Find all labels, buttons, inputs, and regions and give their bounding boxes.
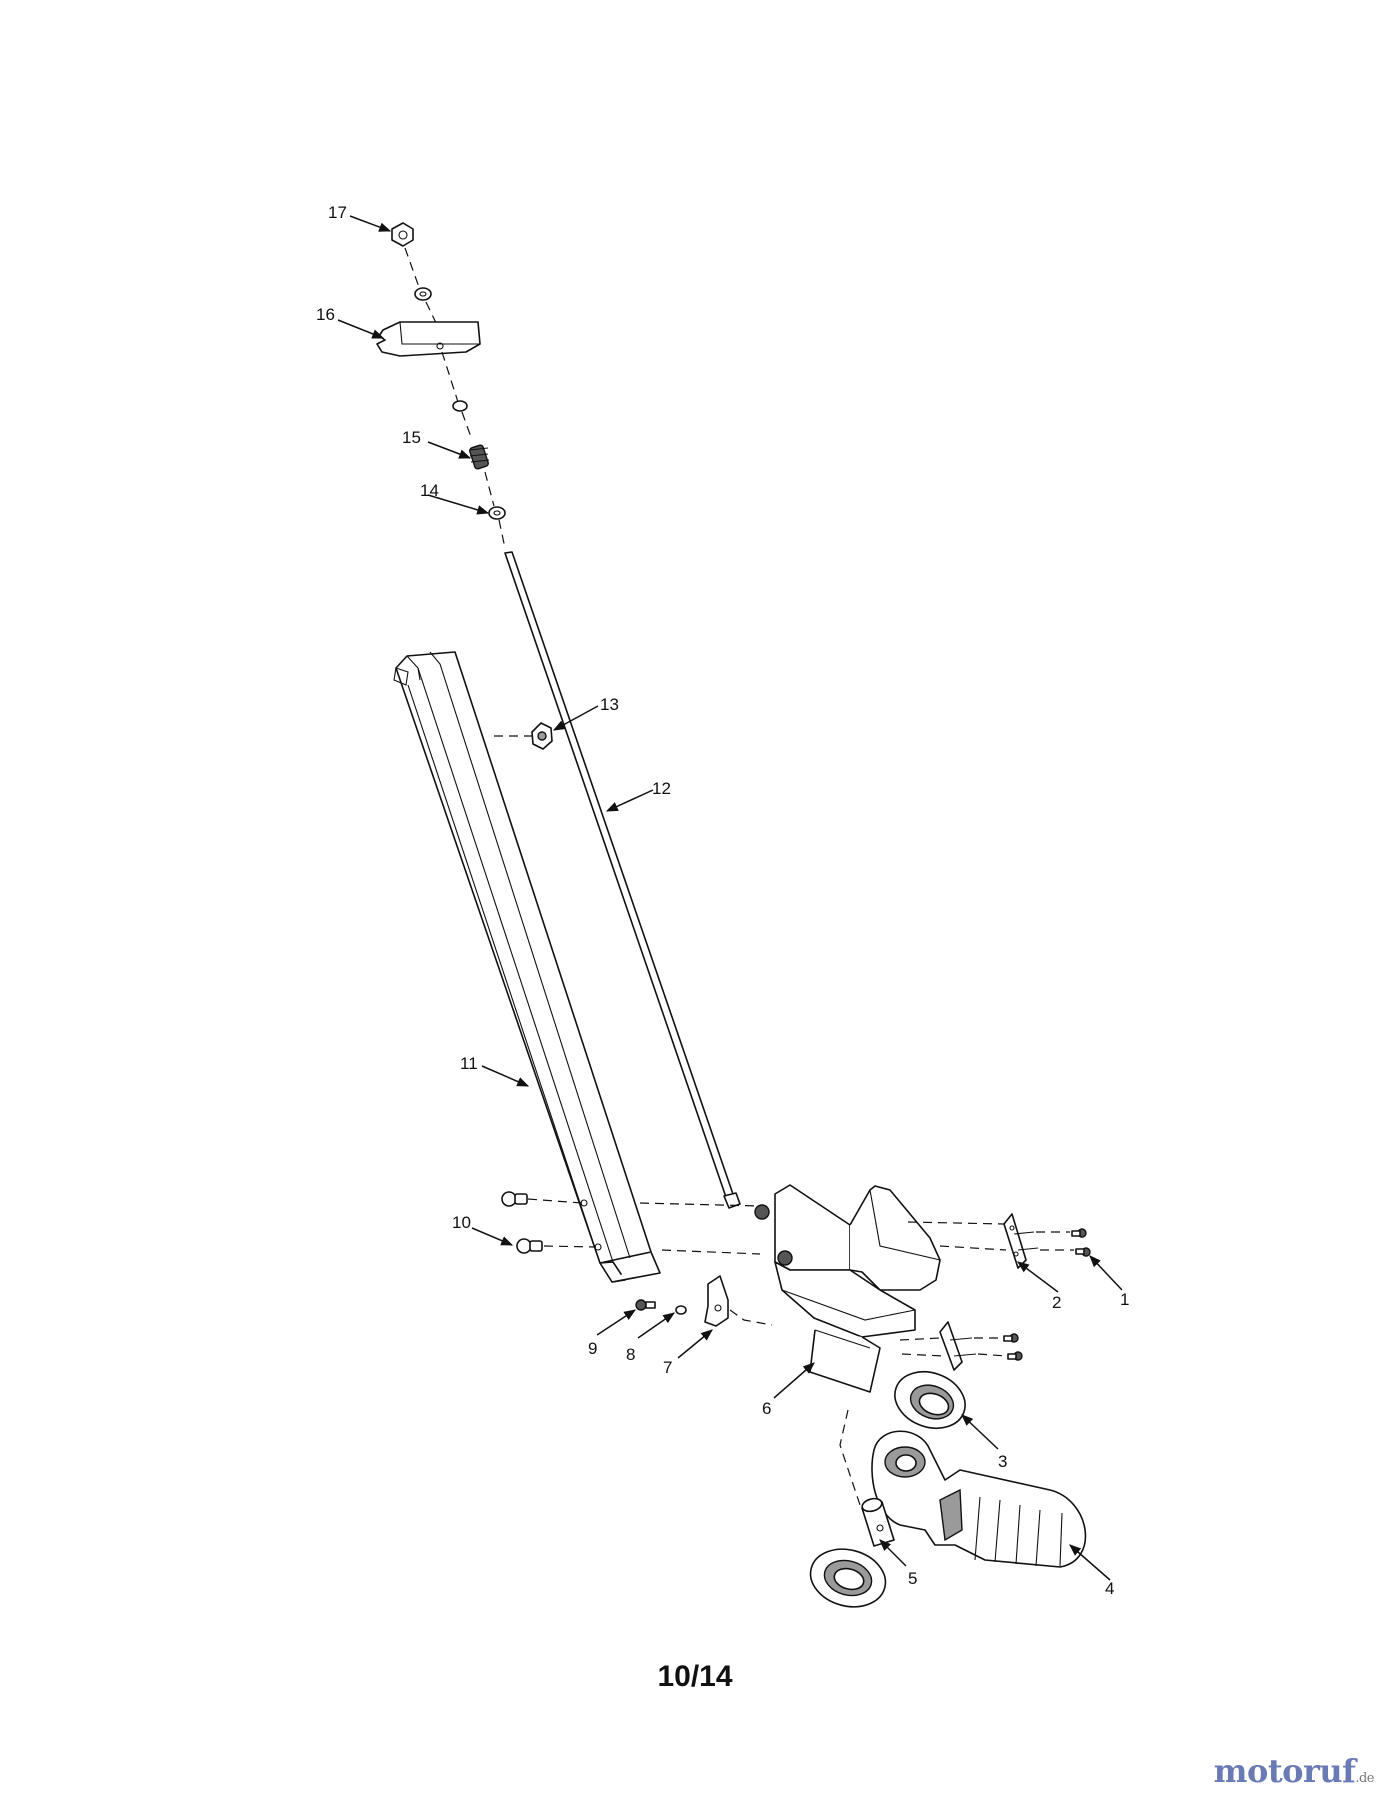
callout-5: 5	[908, 1569, 917, 1588]
lower-screws	[1003, 1333, 1023, 1361]
callout-4: 4	[1105, 1579, 1114, 1598]
part-17-nut	[391, 222, 414, 247]
callout-8: 8	[626, 1345, 635, 1364]
part-16-bracket	[376, 321, 481, 357]
lower-plate	[939, 1321, 977, 1371]
part-4-handle	[871, 1430, 1087, 1568]
part-3-cam-ring	[894, 1370, 966, 1430]
washer-middle	[452, 400, 468, 412]
part-8-washer	[675, 1305, 687, 1315]
callout-1: 1	[1120, 1290, 1129, 1309]
watermark-brand: motoruf	[1213, 1752, 1356, 1790]
part-9-screw	[635, 1299, 656, 1311]
part-15-spring	[469, 444, 490, 470]
watermark-tld: .de	[1355, 1771, 1374, 1786]
leader-arrows	[337, 215, 1123, 1581]
part-10-bolts	[501, 1191, 543, 1254]
callout-2: 2	[1052, 1293, 1061, 1312]
callout-13: 13	[600, 695, 619, 714]
washer-upper	[414, 287, 432, 301]
callout-11: 11	[460, 1054, 478, 1073]
callout-17: 17	[328, 203, 347, 222]
part-11-fence-rail	[393, 651, 661, 1283]
part-5-pin	[861, 1497, 895, 1547]
callout-6: 6	[762, 1399, 771, 1418]
part-7-clip	[704, 1275, 729, 1327]
callout-7: 7	[663, 1358, 672, 1377]
lower-cam-ring	[809, 1548, 887, 1608]
callout-12: 12	[652, 779, 671, 798]
callout-3: 3	[998, 1452, 1007, 1471]
part-2-plate	[1003, 1213, 1039, 1269]
callout-labels: 1 2 3 4 5 6 7 8 9 10 11 12 13 14 15 16 1…	[316, 203, 1129, 1598]
part-1-screws	[1071, 1228, 1091, 1257]
part-6-fence-head	[754, 1184, 941, 1393]
callout-14: 14	[420, 481, 439, 500]
part-12-rod	[504, 551, 741, 1209]
callout-9: 9	[588, 1339, 597, 1358]
callout-16: 16	[316, 305, 335, 324]
part-14-washer	[488, 506, 506, 520]
callout-15: 15	[402, 428, 421, 447]
watermark-logo: motoruf.de	[1213, 1752, 1375, 1790]
page-number: 10/14	[657, 1660, 733, 1693]
part-13-nut	[531, 722, 553, 750]
callout-10: 10	[452, 1213, 471, 1232]
